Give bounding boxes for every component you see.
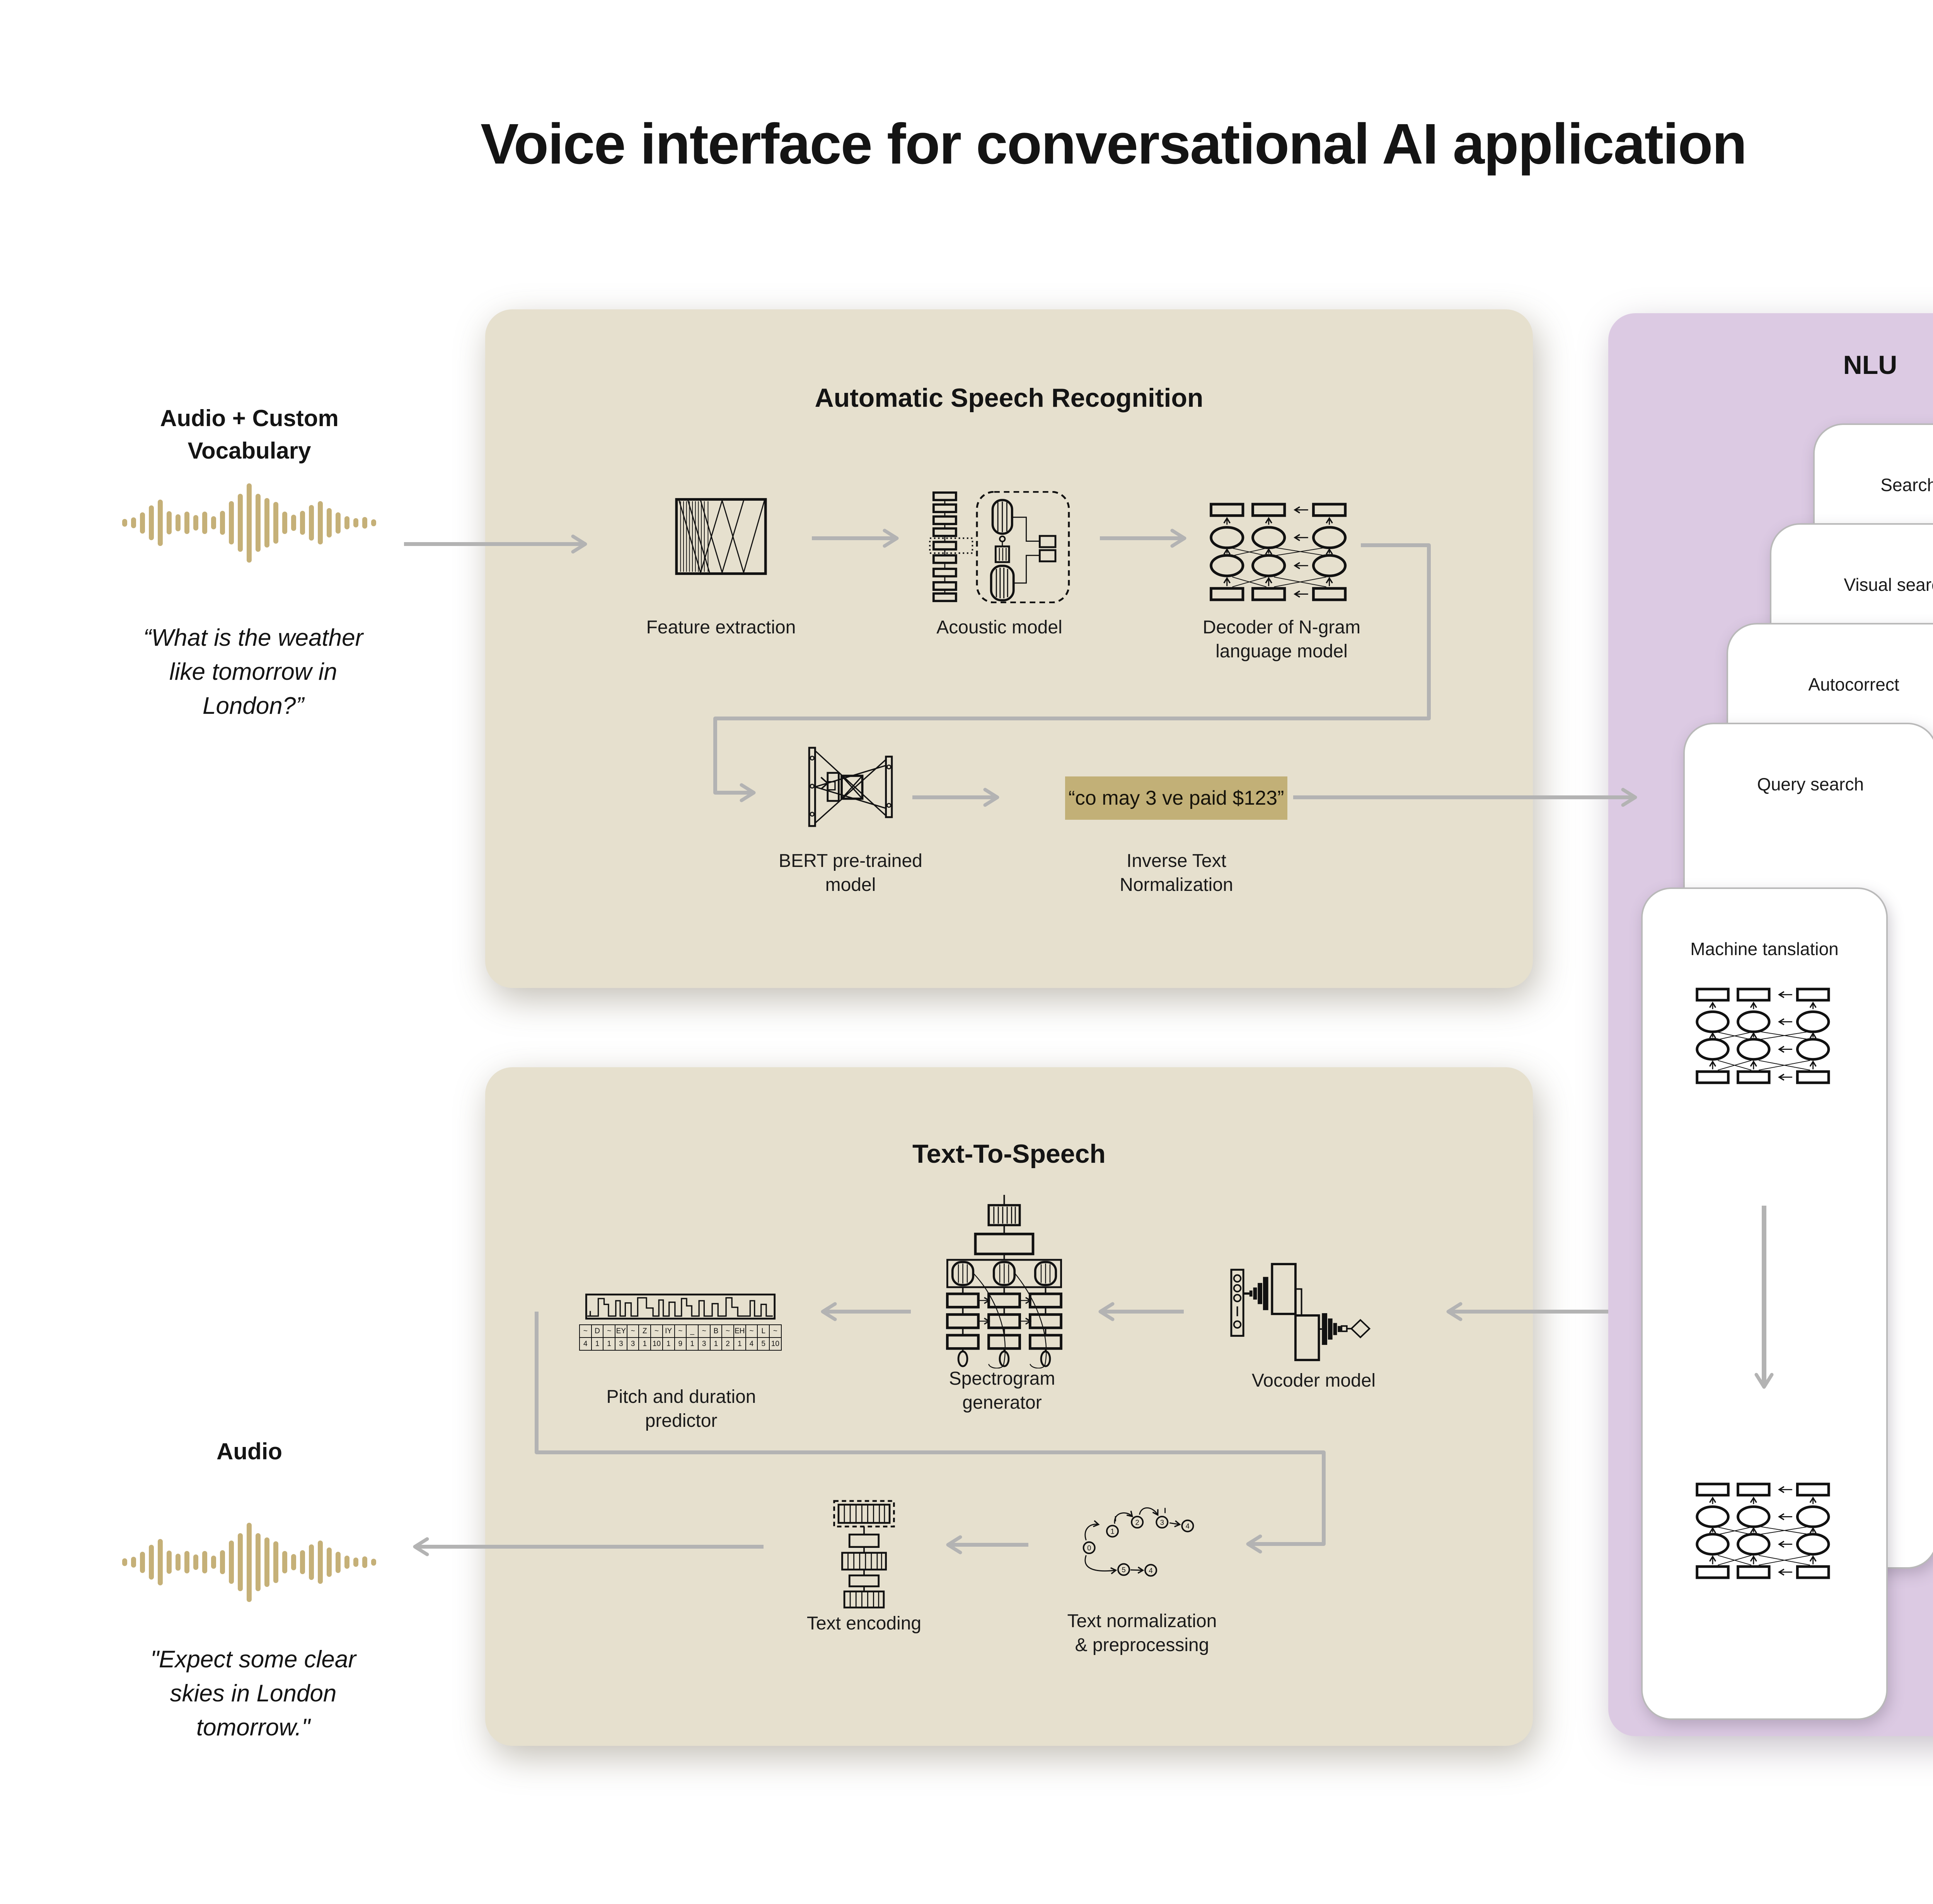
spectrogram-label: Spectrogram generator (886, 1367, 1118, 1415)
input-heading: Audio + Custom Vocabulary (75, 402, 423, 467)
textnorm-label: Text normalization & preprocessing (1026, 1609, 1258, 1658)
itn-label: Inverse Text Normalization (1060, 849, 1292, 897)
output-quote-line1: "Expect some clear (150, 1646, 356, 1673)
connector-decoder-to-bert (713, 543, 1431, 802)
nlu-card-label: Visual search (1844, 575, 1933, 595)
decoder-label: Decoder of N-gram language model (1166, 616, 1398, 664)
asr-title: Automatic Speech Recognition (815, 383, 1203, 413)
input-quote: “What is the weather like tomorrow in Lo… (60, 621, 447, 723)
audio-waveform-icon (122, 482, 376, 563)
fsa-state-label: 4 (1186, 1522, 1190, 1530)
fsa-state-label: 3 (1160, 1518, 1164, 1526)
feature-extraction-label: Feature extraction (646, 617, 796, 638)
nlu-card-label: Query search (1757, 774, 1864, 794)
pitch-waveform-plot (585, 1293, 776, 1320)
pitch-label-line1: Pitch and duration (606, 1387, 756, 1407)
input-quote-line3: London?” (202, 693, 304, 720)
bert-label-line1: BERT pre-trained (779, 851, 922, 871)
bert-model-icon (806, 746, 895, 827)
nlu-card-label: Search ranking (1880, 475, 1933, 495)
acoustic-model-icon (926, 491, 1073, 603)
page-title: Voice interface for conversational AI ap… (481, 112, 1747, 176)
vocoder-label: Vocoder model (1251, 1370, 1376, 1391)
decoder-label-line2: language model (1215, 641, 1348, 662)
fsa-state-label: 0 (1087, 1544, 1091, 1552)
text-encoding-label: Text encoding (806, 1613, 922, 1634)
output-heading: Audio (216, 1438, 282, 1464)
textnorm-label-line2: & preprocessing (1075, 1635, 1209, 1656)
itn-label-line1: Inverse Text (1127, 851, 1226, 871)
text-encoding-icon (831, 1500, 897, 1609)
feature-extraction-icon (675, 497, 767, 576)
audio-waveform-icon (122, 1522, 376, 1603)
input-heading-line2: Vocabulary (188, 438, 311, 464)
input-heading-line1: Audio + Custom (160, 405, 339, 431)
output-quote-line3: tomorrow." (196, 1714, 310, 1741)
spectrogram-generator-icon (941, 1195, 1067, 1368)
nlu-card-label: Autocorrect (1808, 674, 1899, 694)
output-quote-line2: skies in London (170, 1680, 337, 1707)
fsa-state-label: 4 (1149, 1566, 1153, 1575)
input-quote-line2: like tomorrow in (169, 659, 338, 686)
asr-box (485, 309, 1533, 988)
fsa-state-label: 5 (1122, 1566, 1126, 1574)
spectrogram-label-line1: Spectrogram (949, 1368, 1055, 1389)
ngram-decoder-icon (1204, 503, 1359, 601)
nlu-title: NLU (1843, 350, 1897, 380)
fsa-state-label: 2 (1135, 1518, 1139, 1526)
tts-title: Text-To-Speech (912, 1139, 1106, 1169)
vocoder-icon (1227, 1249, 1394, 1362)
text-normalization-fsa-icon: 0 1 2 3 4 5 4 (1082, 1507, 1194, 1577)
bert-label-line2: model (825, 875, 876, 896)
output-quote: "Expect some clear skies in London tomor… (60, 1643, 447, 1745)
textnorm-label-line1: Text normalization (1067, 1611, 1217, 1631)
fsa-state-label: 1 (1110, 1527, 1114, 1535)
decoder-label-line1: Decoder of N-gram (1202, 617, 1361, 638)
pitch-label: Pitch and duration predictor (565, 1385, 797, 1433)
itn-label-line2: Normalization (1120, 875, 1233, 896)
nlu-card-label: Machine tanslation (1690, 939, 1839, 959)
input-quote-line1: “What is the weather (143, 624, 363, 651)
bert-label: BERT pre-trained model (735, 849, 966, 897)
spectrogram-label-line2: generator (962, 1392, 1042, 1413)
itn-sample-box: “co may 3 ve paid $123” (1065, 776, 1287, 820)
pitch-label-line2: predictor (645, 1411, 718, 1431)
connector-pitch-to-textnorm (535, 1312, 1326, 1554)
acoustic-model-label: Acoustic model (936, 617, 1062, 638)
tts-box (485, 1067, 1533, 1746)
